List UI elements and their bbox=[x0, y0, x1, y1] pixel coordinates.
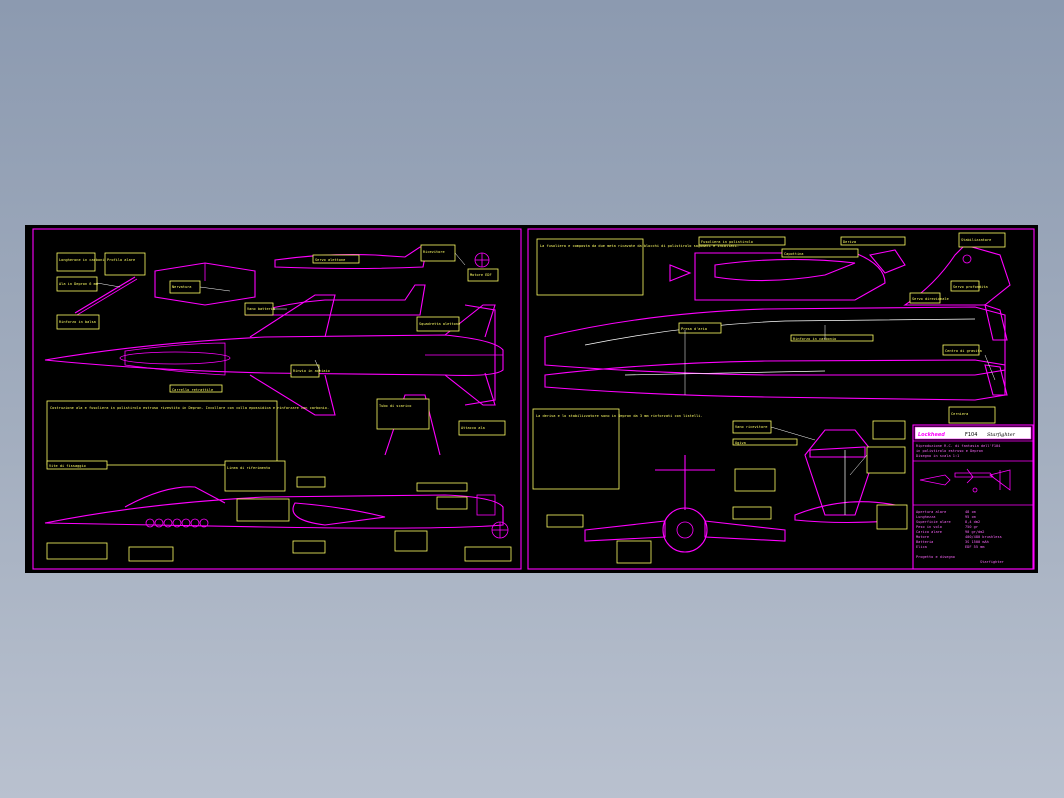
svg-text:95 cm: 95 cm bbox=[965, 515, 976, 519]
svg-text:La fusoliera e composta da due: La fusoliera e composta da due meta rica… bbox=[540, 244, 739, 248]
side-view-lower bbox=[44, 394, 509, 539]
svg-text:Profilo alare: Profilo alare bbox=[107, 258, 135, 262]
mini-airplanes bbox=[919, 468, 1011, 493]
paragraph-box-right-2 bbox=[532, 408, 620, 490]
svg-text:Tubo di scarico: Tubo di scarico bbox=[379, 404, 411, 408]
front-view bbox=[584, 455, 786, 553]
svg-text:8,4 dm2: 8,4 dm2 bbox=[965, 520, 980, 524]
svg-text:Carico alare: Carico alare bbox=[916, 530, 942, 534]
svg-text:EDF 55 mm: EDF 55 mm bbox=[965, 545, 984, 549]
right-note-boxes: La fusoliera e composta da due meta rica… bbox=[532, 232, 1006, 564]
svg-text:Centro di gravita: Centro di gravita bbox=[945, 349, 982, 353]
svg-text:Progetto e disegno: Progetto e disegno bbox=[916, 555, 955, 559]
drawing-sheet: Longherone in carbonio Profilo alare Ala… bbox=[25, 225, 1038, 573]
svg-text:Capottina: Capottina bbox=[784, 252, 803, 256]
right-fuselage bbox=[544, 304, 1008, 401]
svg-text:Linea di riferimento: Linea di riferimento bbox=[227, 466, 270, 470]
left-sheet-frame bbox=[32, 228, 522, 570]
svg-text:Starfighter: Starfighter bbox=[980, 560, 1005, 564]
svg-text:Nervatura: Nervatura bbox=[172, 285, 191, 289]
svg-text:Rinforzo in carbonio: Rinforzo in carbonio bbox=[793, 337, 836, 341]
carbon-rod bbox=[74, 276, 136, 314]
svg-text:Rinforzo in balsa: Rinforzo in balsa bbox=[59, 320, 96, 324]
svg-text:90 gr/dm2: 90 gr/dm2 bbox=[965, 530, 984, 534]
svg-text:Carrello retrattile: Carrello retrattile bbox=[172, 388, 213, 392]
fan-blade-circles bbox=[145, 518, 209, 528]
name-label: Starfighter bbox=[987, 432, 1016, 438]
lockheed-logo: Lockheed bbox=[918, 432, 945, 438]
svg-text:Cerniera: Cerniera bbox=[951, 412, 968, 416]
svg-text:400/480 brushless: 400/480 brushless bbox=[965, 535, 1002, 539]
svg-text:Servo profondita: Servo profondita bbox=[953, 285, 988, 289]
svg-text:Servo direzionale: Servo direzionale bbox=[912, 297, 949, 301]
svg-text:750 gr: 750 gr bbox=[965, 525, 979, 529]
svg-text:Lunghezza: Lunghezza bbox=[916, 515, 935, 519]
paragraph-box-left bbox=[46, 400, 278, 466]
svg-text:Disegno in scala 1:1: Disegno in scala 1:1 bbox=[916, 454, 959, 458]
svg-text:Attacco ala: Attacco ala bbox=[461, 426, 485, 430]
svg-text:Motore: Motore bbox=[916, 535, 929, 539]
svg-text:Deriva: Deriva bbox=[843, 240, 856, 244]
svg-text:Costruzione ala e fusoliera in: Costruzione ala e fusoliera in polistiro… bbox=[50, 406, 329, 410]
left-note-boxes: Longherone in carbonio Profilo alare Ala… bbox=[46, 244, 512, 562]
svg-text:Motore EDF: Motore EDF bbox=[470, 273, 492, 277]
svg-text:48 cm: 48 cm bbox=[965, 510, 976, 514]
svg-text:Rinvio in acciaio: Rinvio in acciaio bbox=[293, 369, 330, 373]
svg-text:Longherone in carbonio: Longherone in carbonio bbox=[59, 258, 107, 262]
svg-text:Ala in Depron 6 mm: Ala in Depron 6 mm bbox=[59, 282, 98, 286]
svg-text:Vano batteria: Vano batteria bbox=[247, 307, 275, 311]
svg-text:La deriva e lo stabilizzatore: La deriva e lo stabilizzatore sono in De… bbox=[536, 414, 703, 418]
top-view-fuselage bbox=[44, 294, 504, 416]
svg-text:Servo alettone: Servo alettone bbox=[315, 258, 345, 262]
svg-text:Fusoliera in polistirolo: Fusoliera in polistirolo bbox=[701, 240, 753, 244]
svg-text:Superficie alare: Superficie alare bbox=[916, 520, 951, 524]
svg-text:Peso in volo: Peso in volo bbox=[916, 525, 942, 529]
leader-lines bbox=[96, 252, 996, 476]
title-block: Lockheed F104 Starfighter Riproduzione R… bbox=[912, 424, 1034, 570]
svg-text:Ricevitore: Ricevitore bbox=[423, 250, 445, 254]
svg-text:Elica: Elica bbox=[916, 545, 927, 549]
model-label: F104 bbox=[965, 432, 977, 438]
right-sheet-frame bbox=[527, 228, 1035, 570]
svg-text:3S 1500 mAh: 3S 1500 mAh bbox=[965, 540, 989, 544]
svg-text:Apertura alare: Apertura alare bbox=[916, 510, 946, 514]
svg-text:Riproduzione R.C. di fantasia: Riproduzione R.C. di fantasia dell'F104 bbox=[916, 444, 1000, 448]
svg-text:Stabilizzatore: Stabilizzatore bbox=[961, 238, 991, 242]
svg-text:Squadretta alettone: Squadretta alettone bbox=[419, 322, 460, 326]
cad-drawing: Longherone in carbonio Profilo alare Ala… bbox=[32, 228, 1035, 570]
svg-text:Ogiva: Ogiva bbox=[735, 441, 746, 445]
paragraph-box-right bbox=[536, 238, 644, 296]
svg-text:Vano ricevitore: Vano ricevitore bbox=[735, 425, 767, 429]
svg-text:in polistirolo estruso e Depro: in polistirolo estruso e Depron bbox=[916, 449, 983, 453]
svg-text:Vite di fissaggio: Vite di fissaggio bbox=[49, 464, 86, 468]
svg-text:Batteria: Batteria bbox=[916, 540, 933, 544]
svg-text:Presa d'aria: Presa d'aria bbox=[681, 327, 707, 331]
